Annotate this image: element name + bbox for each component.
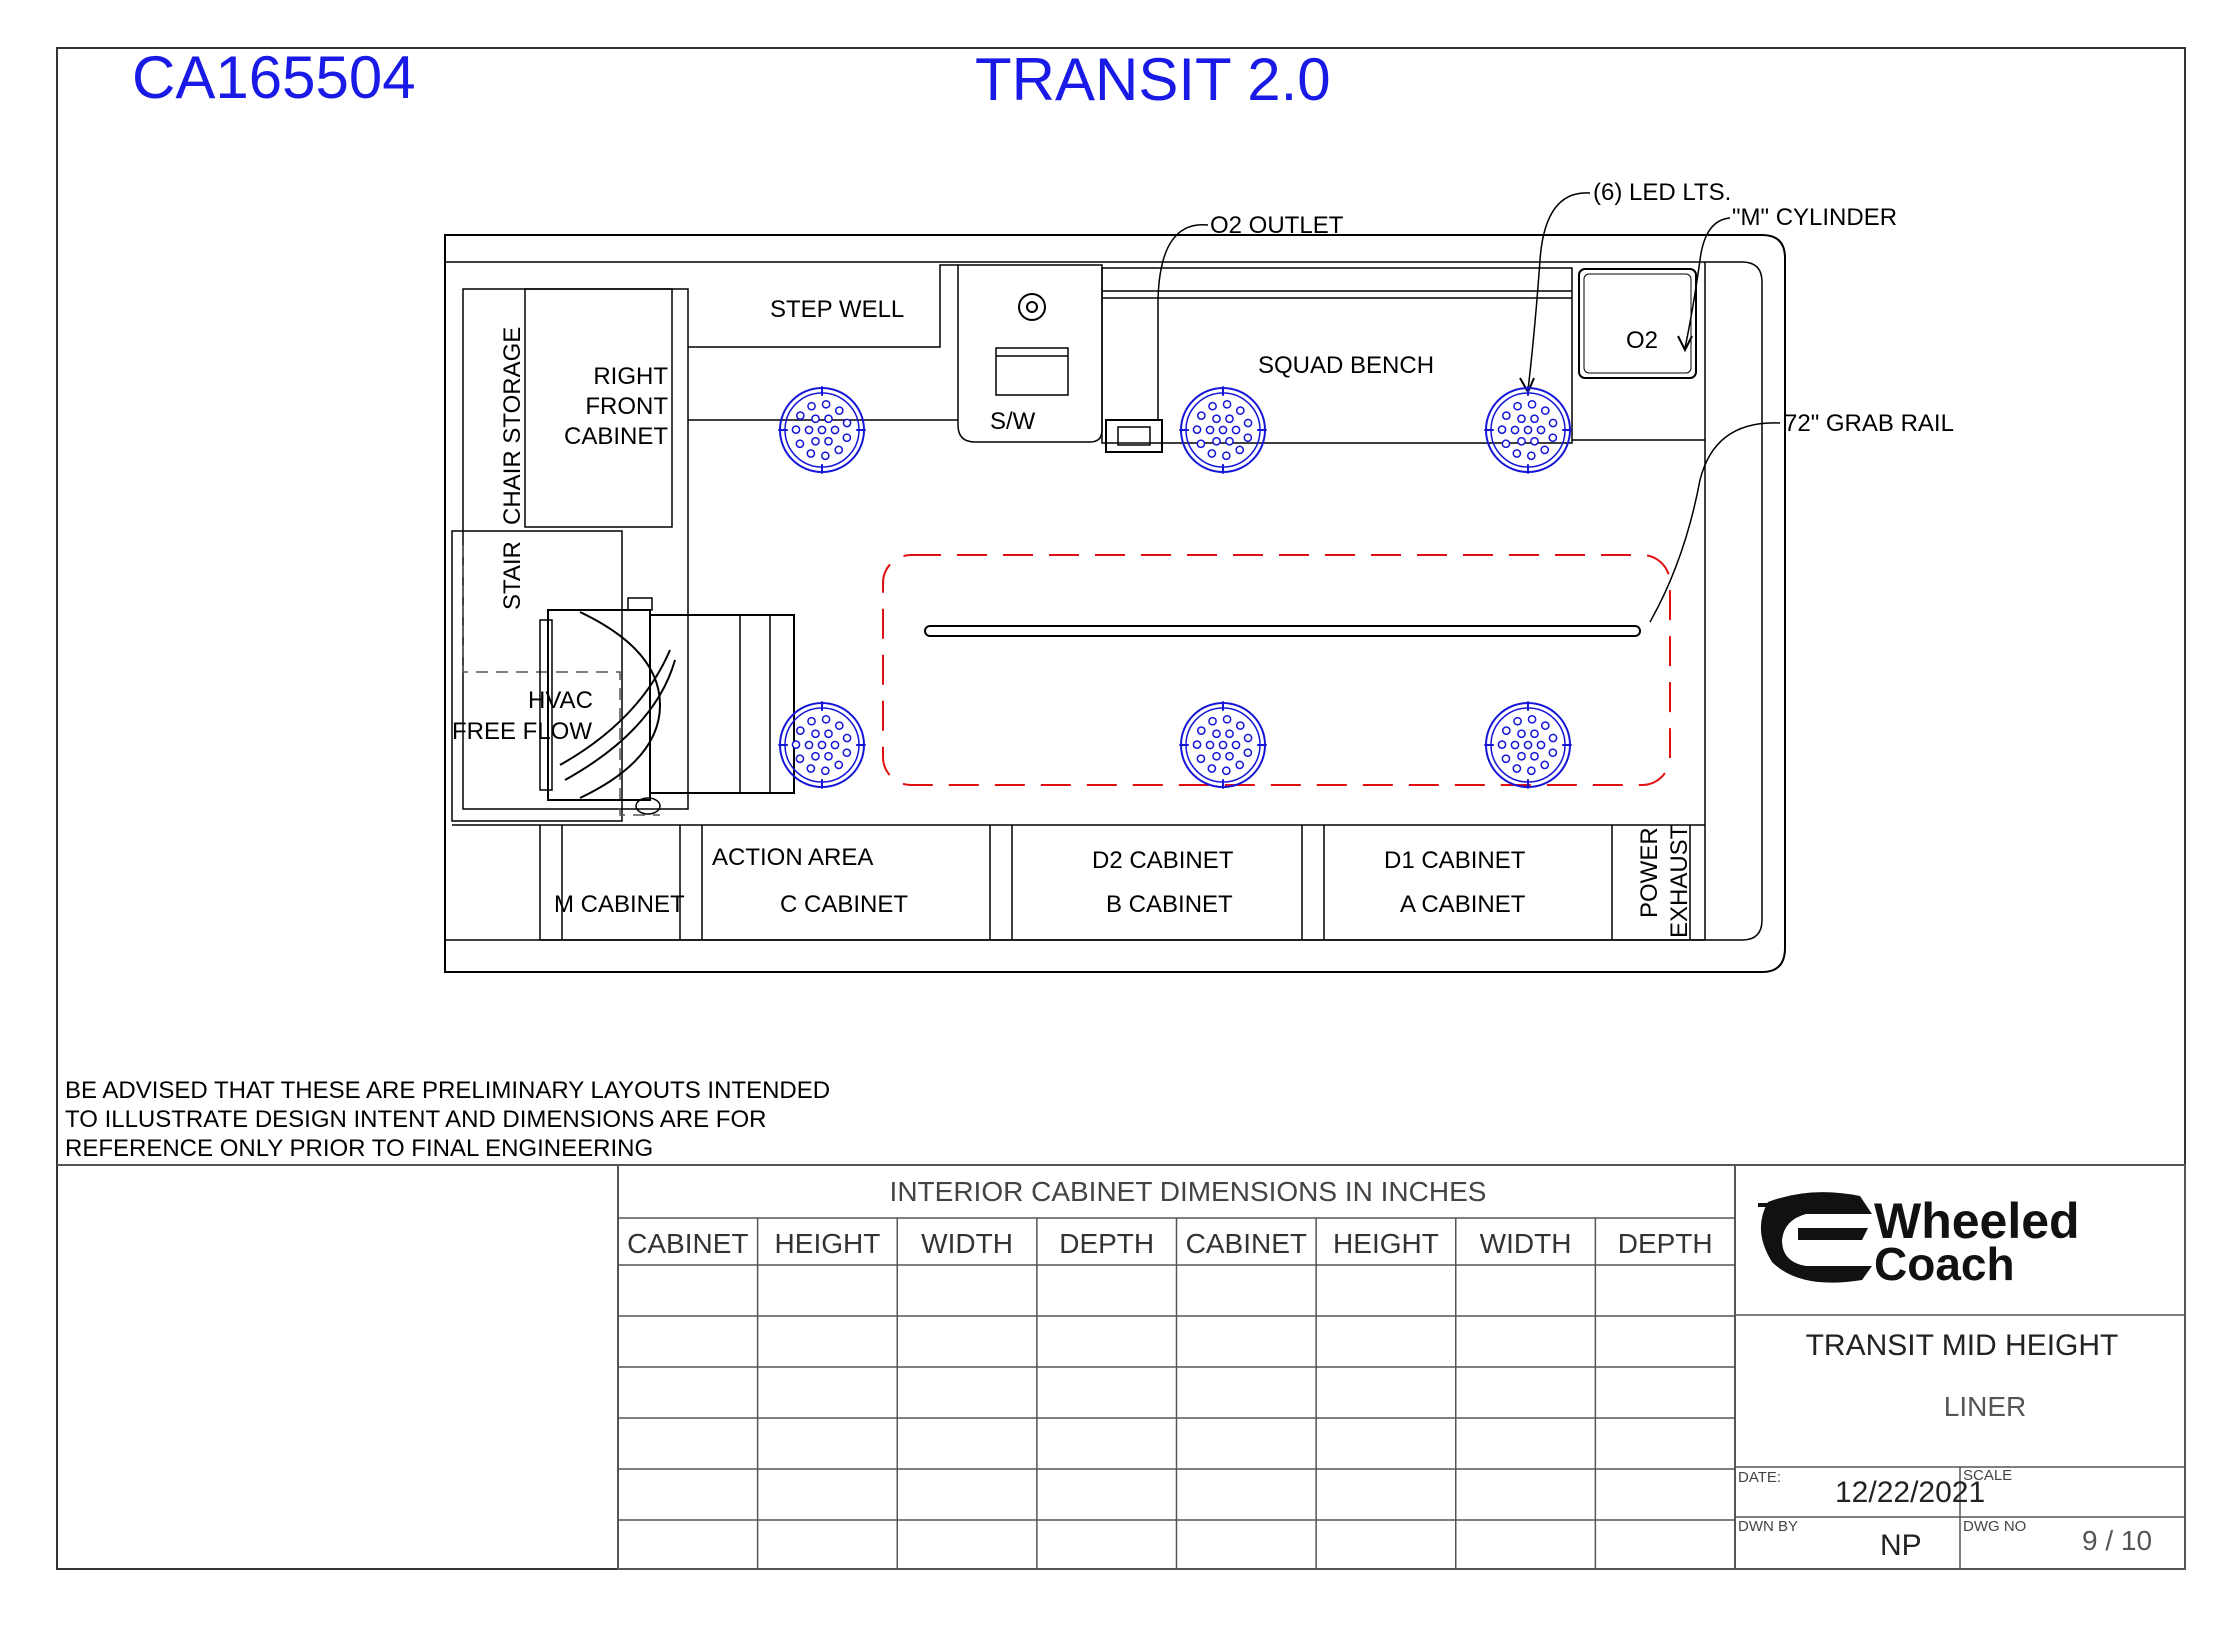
led-light-3 — [1484, 386, 1572, 474]
hvac-unit: HVAC FREE FLOW — [452, 597, 795, 815]
stair-label: STAIR — [499, 541, 526, 610]
title-block: Wheeled Coach TRANSIT MID HEIGHT LINER D… — [1734, 1164, 2186, 1570]
dwg-no-value: 9 / 10 — [2082, 1525, 2152, 1556]
disclaimer-line-3: REFERENCE ONLY PRIOR TO FINAL ENGINEERIN… — [65, 1135, 653, 1162]
free-flow-label: FREE FLOW — [452, 718, 592, 745]
d2-cabinet-label: D2 CABINET — [1092, 847, 1234, 874]
date-value: 12/22/2021 — [1835, 1476, 1985, 1509]
grab-rail — [924, 625, 1641, 637]
grab-rail-zone — [882, 554, 1671, 786]
drawing-subtitle: LINER — [1944, 1391, 2026, 1422]
scale-label: SCALE — [1963, 1467, 2012, 1484]
job-number: CA165504 — [132, 44, 416, 111]
o2-outlet-callout: O2 OUTLET — [1210, 212, 1344, 239]
dimension-col-header: DEPTH — [1059, 1228, 1154, 1259]
sink-drain — [1018, 293, 1046, 321]
hvac-label: HVAC — [528, 687, 593, 714]
dimension-table-title: INTERIOR CABINET DIMENSIONS IN INCHES — [890, 1176, 1487, 1207]
dimension-col-header: DEPTH — [1618, 1228, 1713, 1259]
right-front-cabinet-label-3: CABINET — [564, 423, 668, 450]
grab-rail-callout: 72" GRAB RAIL — [1784, 410, 1954, 437]
d1-cabinet-label: D1 CABINET — [1384, 847, 1526, 874]
led-light-4 — [778, 701, 866, 789]
dwg-no-label: DWG NO — [1963, 1518, 2026, 1535]
wheeled-coach-logo: Wheeled Coach — [1758, 1192, 2080, 1290]
logo-coach: Coach — [1874, 1238, 2015, 1290]
led-light-1 — [778, 386, 866, 474]
dimension-table: INTERIOR CABINET DIMENSIONS IN INCHES CA… — [617, 1164, 1736, 1570]
led-lights-leader — [1527, 192, 1591, 391]
dimension-col-header: CABINET — [1186, 1228, 1307, 1259]
c-cabinet-label: C CABINET — [780, 891, 908, 918]
drawing-title: TRANSIT MID HEIGHT — [1806, 1329, 2119, 1362]
dimension-col-header: CABINET — [627, 1228, 748, 1259]
led-light-2 — [1179, 386, 1267, 474]
disclaimer-line-2: TO ILLUSTRATE DESIGN INTENT AND DIMENSIO… — [65, 1106, 766, 1133]
sw-label: S/W — [990, 408, 1036, 435]
step-well-label: STEP WELL — [770, 296, 904, 323]
step-well — [688, 264, 958, 348]
date-label: DATE: — [1738, 1469, 1781, 1486]
drawn-by-value: NP — [1880, 1529, 1922, 1562]
squad-bench — [1101, 267, 1573, 444]
floor-plan: RIGHT FRONT CABINET STAIR CHAIR STORAGE … — [444, 179, 1954, 973]
o2-label: O2 — [1626, 327, 1658, 354]
b-cabinet-label: B CABINET — [1106, 891, 1233, 918]
vehicle-outline — [444, 234, 1786, 973]
o2-cylinder-box — [1578, 268, 1697, 379]
exhaust-label: EXHAUST — [1666, 824, 1693, 938]
model-title: TRANSIT 2.0 — [975, 46, 1331, 113]
logo-wheeled: Wheeled — [1874, 1193, 2080, 1249]
led-lights — [778, 386, 1572, 789]
o2-outlet-box — [1105, 419, 1163, 453]
right-front-cabinet-label-1: RIGHT — [593, 363, 668, 390]
squad-bench-label: SQUAD BENCH — [1258, 352, 1434, 379]
grab-rail-leader — [1649, 422, 1781, 623]
drawn-by-label: DWN BY — [1738, 1518, 1798, 1535]
power-label: POWER — [1636, 827, 1663, 918]
dimension-col-header: HEIGHT — [1333, 1228, 1439, 1259]
dimension-col-header: WIDTH — [1480, 1228, 1572, 1259]
m-cylinder-callout: "M" CYLINDER — [1732, 204, 1897, 231]
m-cabinet-label: M CABINET — [554, 891, 685, 918]
o2-outlet-leader — [1157, 224, 1209, 420]
disclaimer-line-1: BE ADVISED THAT THESE ARE PRELIMINARY LA… — [65, 1077, 830, 1104]
vehicle-inner-wall — [445, 261, 1763, 941]
dimension-col-header: WIDTH — [921, 1228, 1013, 1259]
m-cylinder-leader — [1684, 217, 1731, 349]
bottom-cabinets: ACTION AREA M CABINET C CABINET D2 CABIN… — [452, 824, 1705, 941]
led-lights-callout: (6) LED LTS. — [1593, 179, 1731, 206]
right-front-cabinet-label-2: FRONT — [585, 393, 668, 420]
chair-storage-label: CHAIR STORAGE — [499, 327, 526, 525]
led-light-5 — [1179, 701, 1267, 789]
action-area-label: ACTION AREA — [712, 844, 873, 871]
led-light-6 — [1484, 701, 1572, 789]
a-cabinet-label: A CABINET — [1400, 891, 1526, 918]
dimension-col-header: HEIGHT — [775, 1228, 881, 1259]
